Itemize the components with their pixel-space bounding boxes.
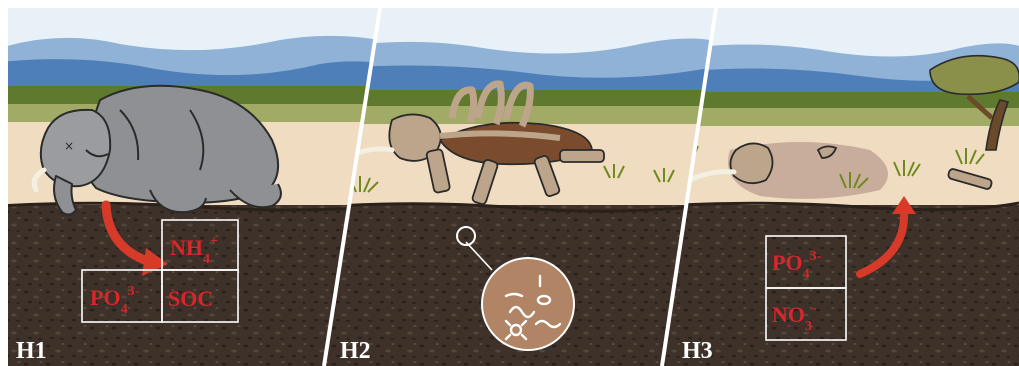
panel-label-h1: H1: [16, 338, 47, 364]
eye-mark: ×: [64, 139, 74, 153]
soil-layer: [660, 205, 1019, 366]
panel-label-h3: H3: [682, 338, 713, 364]
dark-grass-band: [320, 90, 720, 106]
panel-label-h2: H2: [340, 338, 371, 364]
panel-h2: H2: [320, 0, 720, 366]
savanna-band: [660, 108, 1019, 128]
panel-h3: PO43- NO3- H3: [660, 0, 1019, 366]
nutrient-soc: SOC: [168, 286, 213, 311]
